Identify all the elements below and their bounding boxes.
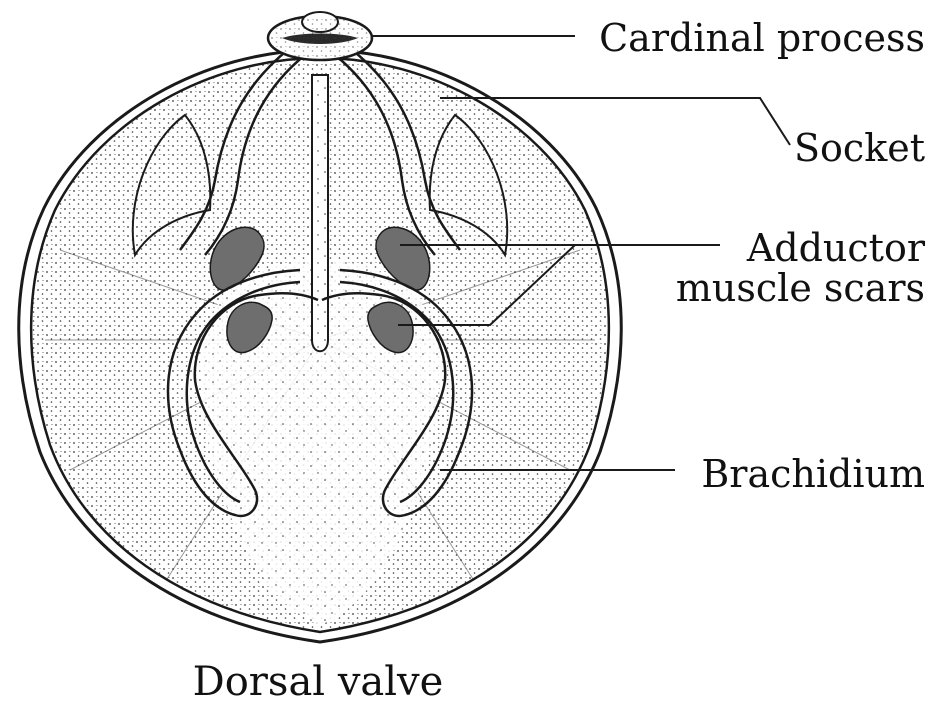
caption-dorsal-valve: Dorsal valve [0,660,636,704]
label-brachidium: Brachidium [701,454,925,494]
label-adductor-line1: Adductor [676,228,925,268]
label-cardinal-process: Cardinal process [599,18,925,58]
cardinal-process [268,12,372,60]
label-socket: Socket [794,128,925,168]
label-adductor-line2: muscle scars [676,268,925,308]
label-adductor-muscle-scars: Adductor muscle scars [676,228,925,308]
